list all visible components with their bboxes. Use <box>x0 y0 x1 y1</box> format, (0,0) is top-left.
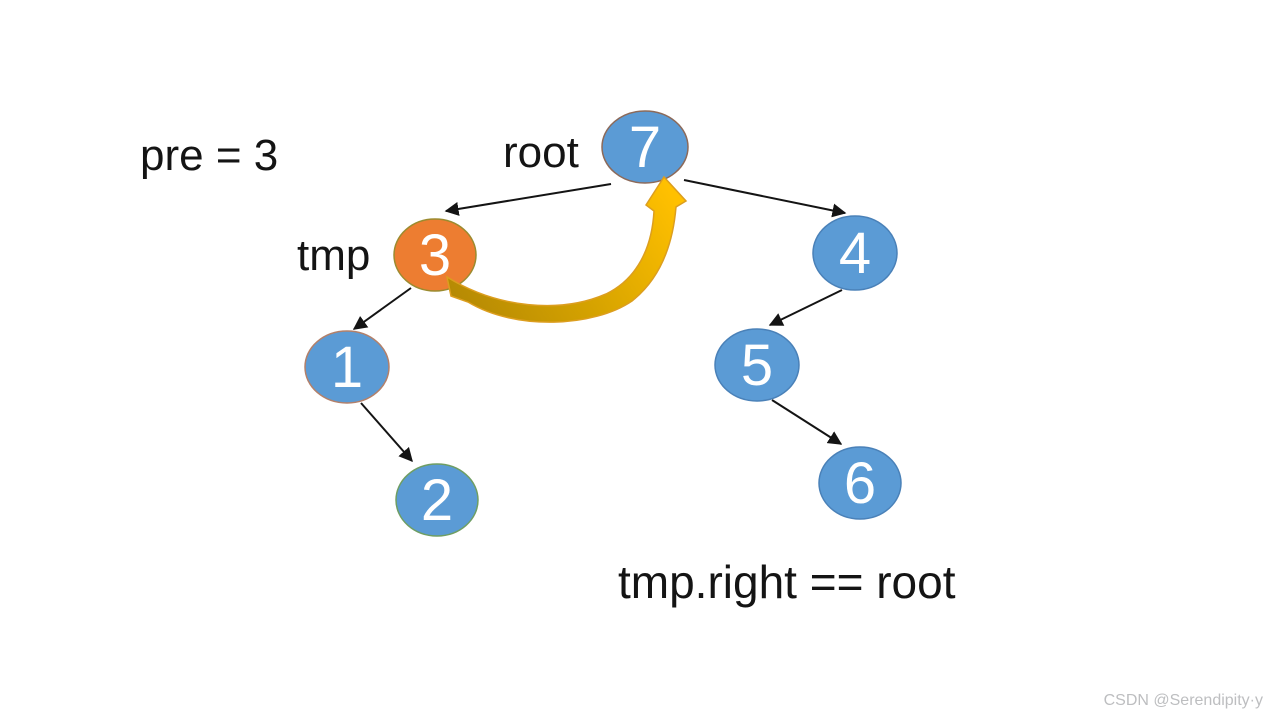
node-1-label: 1 <box>331 335 363 400</box>
node-6: 6 <box>818 446 902 520</box>
node-6-circle <box>818 446 902 520</box>
tree-nodes: 7 3 4 1 5 2 6 <box>304 110 902 537</box>
tree-edges <box>352 179 847 463</box>
node-5-circle <box>714 328 800 402</box>
node-7-circle <box>601 110 689 184</box>
node-2: 2 <box>395 463 479 537</box>
node-3-circle <box>393 218 477 292</box>
node-1-circle <box>304 330 390 404</box>
node-3: 3 <box>393 218 477 292</box>
node-5: 5 <box>714 328 800 402</box>
root-pointer-label: root <box>503 128 579 177</box>
node-4-label: 4 <box>839 221 871 286</box>
node-2-circle <box>395 463 479 537</box>
node-2-label: 2 <box>421 468 453 533</box>
edge-3-to-1 <box>352 287 412 330</box>
node-5-label: 5 <box>741 333 773 398</box>
edge-7-to-4 <box>683 179 847 218</box>
edge-5-to-6 <box>771 399 843 445</box>
tmp-pointer-label: tmp <box>297 231 370 280</box>
node-7-label: 7 <box>629 115 661 180</box>
thread-curved-arrow-icon <box>445 175 688 323</box>
node-4: 4 <box>812 215 898 291</box>
edge-7-to-3 <box>444 183 612 216</box>
node-4-circle <box>812 215 898 291</box>
edge-4-to-5 <box>768 289 843 326</box>
node-7: 7 <box>601 110 689 184</box>
watermark: CSDN @Serendipity·y <box>1104 692 1263 709</box>
pre-label: pre = 3 <box>140 131 278 180</box>
condition-label: tmp.right == root <box>618 556 956 608</box>
node-6-label: 6 <box>844 451 876 516</box>
node-3-label: 3 <box>419 223 451 288</box>
node-1: 1 <box>304 330 390 404</box>
edge-1-to-2 <box>360 402 413 463</box>
